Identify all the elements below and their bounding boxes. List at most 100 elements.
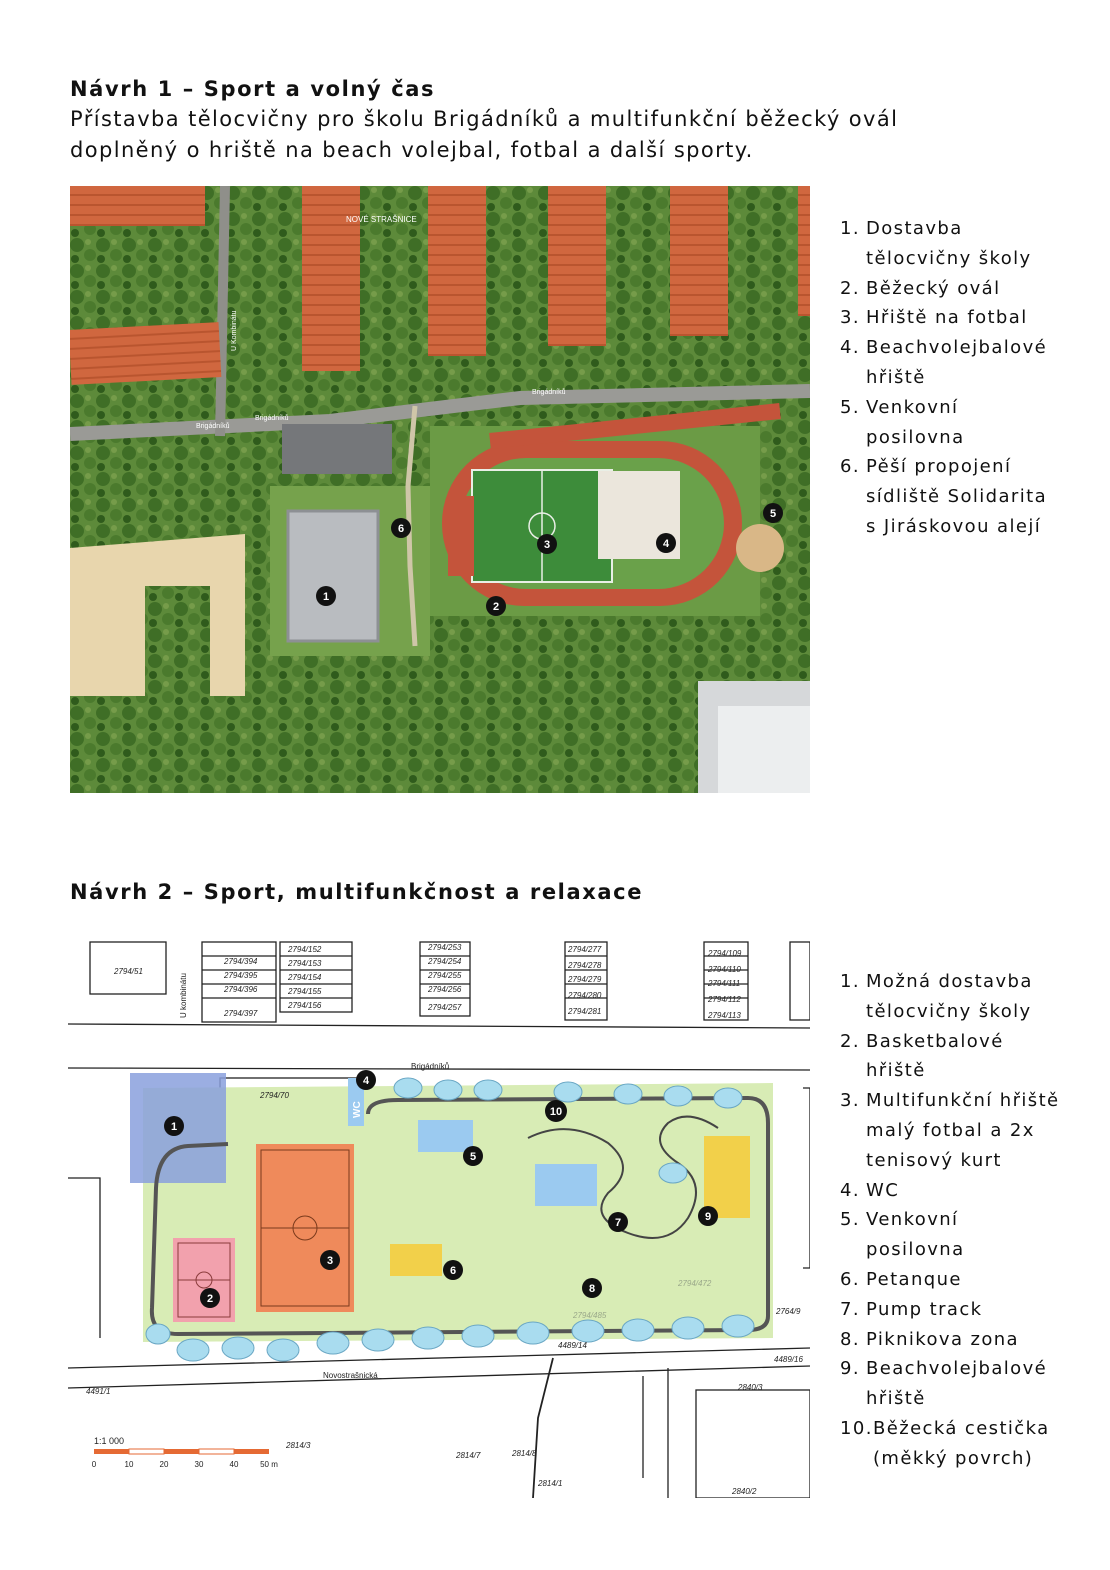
- plan-parcel-4: 2794/396: [223, 985, 258, 994]
- plan-parcel-13: 2794/255: [427, 971, 462, 980]
- plan-parcel-8: 2794/154: [287, 973, 322, 982]
- aerial-map: NOVÉ STRAŠNICE Brigádníků Brigádníků Bri…: [70, 186, 810, 793]
- plan-parcel-26: 2794/70: [259, 1091, 289, 1100]
- plan-marker-7: 7: [608, 1212, 628, 1232]
- label-u-kombinatu: U Kombinátu: [231, 310, 238, 351]
- plan-parcel-5: 2794/397: [223, 1009, 258, 1018]
- map-marker-1: 1: [316, 586, 336, 606]
- svg-text:3: 3: [327, 1255, 333, 1267]
- map-marker-6: 6: [391, 518, 411, 538]
- plan-parcel-20: 2794/281: [567, 1007, 601, 1016]
- label-brigadniku-3: Brigádníků: [532, 388, 566, 396]
- scale-label: 1:1 000: [94, 1436, 124, 1446]
- svg-text:5: 5: [770, 508, 776, 520]
- plan-parcel-35: 2814/1: [537, 1479, 562, 1488]
- plan-parcel-23: 2794/111: [707, 979, 740, 988]
- scale-tick-40: 40: [230, 1460, 239, 1469]
- plan-marker-3: 3: [320, 1250, 340, 1270]
- site-plan: 2794/51 2794/394 2794/395 2794/396 2794/…: [68, 938, 810, 1498]
- plan-wc-label: WC: [352, 1101, 363, 1118]
- map-marker-2: 2: [486, 596, 506, 616]
- section2-title: Návrh 2 – Sport, multifunkčnost a relaxa…: [70, 880, 644, 904]
- plan-street-brigadniku: Brigádníků: [411, 1062, 449, 1071]
- legend2-item-8: 8.Piknikova zona: [840, 1328, 1019, 1350]
- plan-parcel-7: 2794/153: [287, 959, 322, 968]
- plan-parcel-37: 2794/485: [572, 1311, 607, 1320]
- plan-parcel-30: 4491/1: [86, 1387, 110, 1396]
- svg-text:4: 4: [663, 538, 670, 550]
- plan-marker-1: 1: [164, 1116, 184, 1136]
- plan-parcel-10: 2794/156: [287, 1001, 322, 1010]
- plan-parcel-29: 4489/16: [774, 1355, 803, 1364]
- plan-parcel-28: 4489/14: [558, 1341, 587, 1350]
- svg-text:1: 1: [171, 1121, 177, 1133]
- svg-text:8: 8: [589, 1283, 595, 1295]
- svg-text:5: 5: [470, 1151, 476, 1163]
- scale-tick-20: 20: [160, 1460, 169, 1469]
- plan-parcel-38: 2794/472: [677, 1279, 712, 1288]
- svg-text:1: 1: [323, 591, 329, 603]
- plan-parcel-36: 2840/2: [731, 1487, 757, 1496]
- plan-marker-5: 5: [463, 1146, 483, 1166]
- plan-parcel-32: 2814/3: [285, 1441, 311, 1450]
- legend1-item-2: 2.Běžecký ovál: [840, 277, 1001, 299]
- section1-title: Návrh 1 – Sport a volný čas: [70, 77, 436, 101]
- plan-parcel-19: 2794/280: [567, 991, 602, 1000]
- plan-marker-4: 4: [356, 1070, 376, 1090]
- plan-parcel-34: 2814/8: [511, 1449, 537, 1458]
- map-marker-4: 4: [656, 533, 676, 553]
- plan-parcel-3: 2794/395: [223, 971, 258, 980]
- plan-parcel-11: 2794/253: [427, 943, 462, 952]
- plan-parcel-12: 2794/254: [427, 957, 462, 966]
- plan-marker-8: 8: [582, 1278, 602, 1298]
- plan-parcel-24: 2794/112: [707, 995, 741, 1004]
- scale-tick-30: 30: [195, 1460, 204, 1469]
- plan-parcel-14: 2794/256: [427, 985, 462, 994]
- svg-text:2: 2: [207, 1293, 213, 1305]
- plan-parcel-18: 2794/279: [567, 975, 602, 984]
- plan-parcel-31: 2840/3: [737, 1383, 763, 1392]
- label-district: NOVÉ STRAŠNICE: [346, 215, 417, 224]
- plan-street-novostrasnicka: Novostrašnická: [323, 1371, 378, 1380]
- legend2-item-6: 6.Petanque: [840, 1268, 962, 1290]
- section1-subtitle-line1: Přístavba tělocvičny pro školu Brigádník…: [70, 107, 899, 131]
- plan-parcel-9: 2794/155: [287, 987, 322, 996]
- svg-text:10: 10: [550, 1106, 562, 1118]
- plan-parcel-25: 2794/113: [707, 1011, 741, 1020]
- scale-tick-50: 50 m: [260, 1460, 278, 1469]
- plan-parcel-6: 2794/152: [287, 945, 322, 954]
- map-marker-5: 5: [763, 503, 783, 523]
- map-marker-3: 3: [537, 534, 557, 554]
- plan-marker-6: 6: [443, 1260, 463, 1280]
- svg-text:6: 6: [450, 1265, 456, 1277]
- legend1-item-3: 3.Hřiště na fotbal: [840, 307, 1028, 329]
- plan-parcel-15: 2794/257: [427, 1003, 462, 1012]
- plan-parcel-1: 2794/51: [113, 967, 143, 976]
- plan-parcel-17: 2794/278: [567, 961, 602, 970]
- svg-text:7: 7: [615, 1217, 621, 1229]
- plan-marker-9: 9: [698, 1206, 718, 1226]
- scale-tick-0: 0: [92, 1460, 97, 1469]
- svg-text:3: 3: [544, 539, 550, 551]
- plan-parcel-33: 2814/7: [455, 1451, 481, 1460]
- legend2-item-10: 10.Běžecká cestička(měkký povrch): [840, 1417, 1050, 1469]
- scale-tick-10: 10: [125, 1460, 134, 1469]
- plan-street-u-kombinatu: U kombinátu: [179, 973, 188, 1018]
- plan-parcel-16: 2794/277: [567, 945, 602, 954]
- plan-marker-2: 2: [200, 1288, 220, 1308]
- svg-text:9: 9: [705, 1211, 711, 1223]
- legend2-item-7: 7.Pump track: [840, 1298, 983, 1320]
- section1-subtitle-line2: doplněný o hriště na beach volejbal, fot…: [70, 138, 754, 162]
- section1-subtitle: Přístavba tělocvičny pro školu Brigádník…: [70, 104, 1030, 166]
- svg-text:2: 2: [493, 601, 499, 613]
